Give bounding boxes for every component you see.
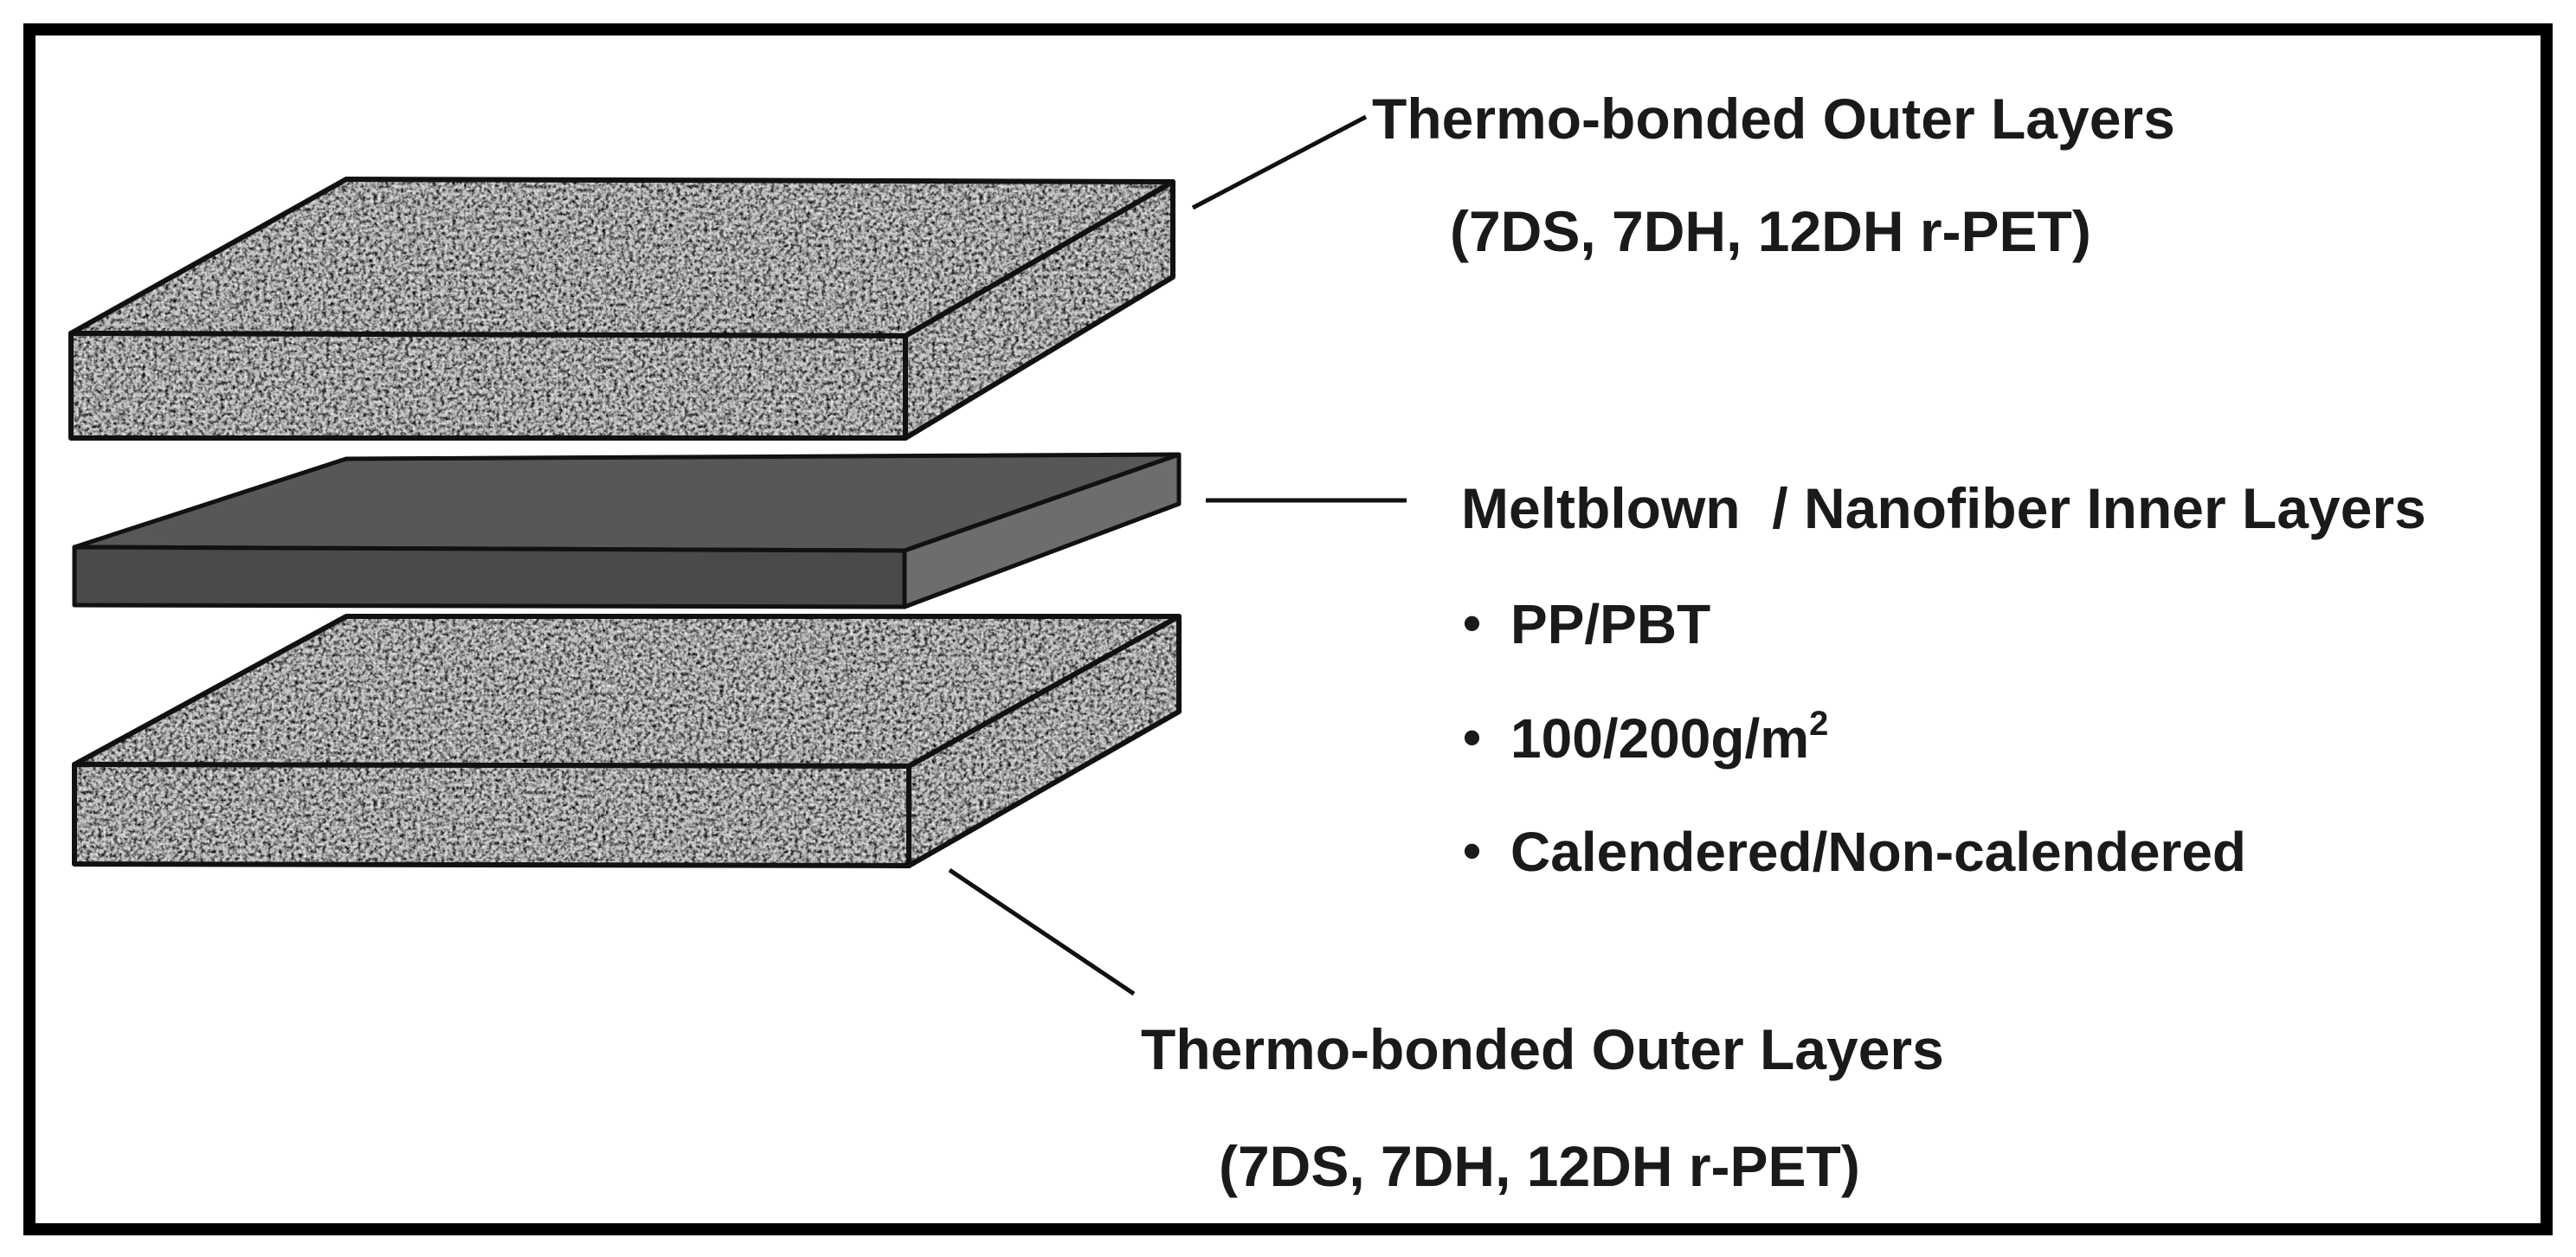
bottom-outer-layer-front-face — [72, 762, 911, 868]
bottom-outer-layer — [72, 614, 1182, 868]
inner-layer — [72, 452, 1182, 609]
top-label-subtitle: (7DS, 7DH, 12DH r-PET) — [1450, 199, 2091, 263]
inner-label-title: Meltblown / Nanofiber Inner Layers — [1461, 476, 2426, 540]
inner-layer-side-face — [902, 452, 1182, 609]
top-outer-layer-front-face — [68, 331, 908, 441]
bullet-2-superscript: 2 — [1809, 705, 1828, 743]
bullet-1-text: PP/PBT — [1510, 593, 1710, 655]
bullet-2-text: 100/200g/m — [1510, 707, 1809, 770]
bottom-label-subtitle: (7DS, 7DH, 12DH r-PET) — [1219, 1134, 1860, 1198]
top-outer-layer — [68, 177, 1175, 441]
bullet-2-marker: • — [1463, 708, 1481, 766]
bullet-3-marker: • — [1463, 822, 1481, 880]
top-leader-line — [1191, 114, 1368, 210]
top-label-title: Thermo-bonded Outer Layers — [1372, 87, 2175, 151]
bullet-1-marker: • — [1463, 594, 1481, 652]
bottom-outer-layer-side-face — [906, 614, 1182, 868]
top-outer-layer-side-face — [903, 179, 1175, 441]
inner-layer-front-face — [72, 545, 907, 609]
bottom-leader-line — [948, 867, 1136, 996]
bottom-label-title: Thermo-bonded Outer Layers — [1141, 1017, 1944, 1081]
bullet-2: 100/200g/m2 — [1510, 705, 1828, 770]
bullet-3-text: Calendered/Non-calendered — [1510, 821, 2246, 883]
